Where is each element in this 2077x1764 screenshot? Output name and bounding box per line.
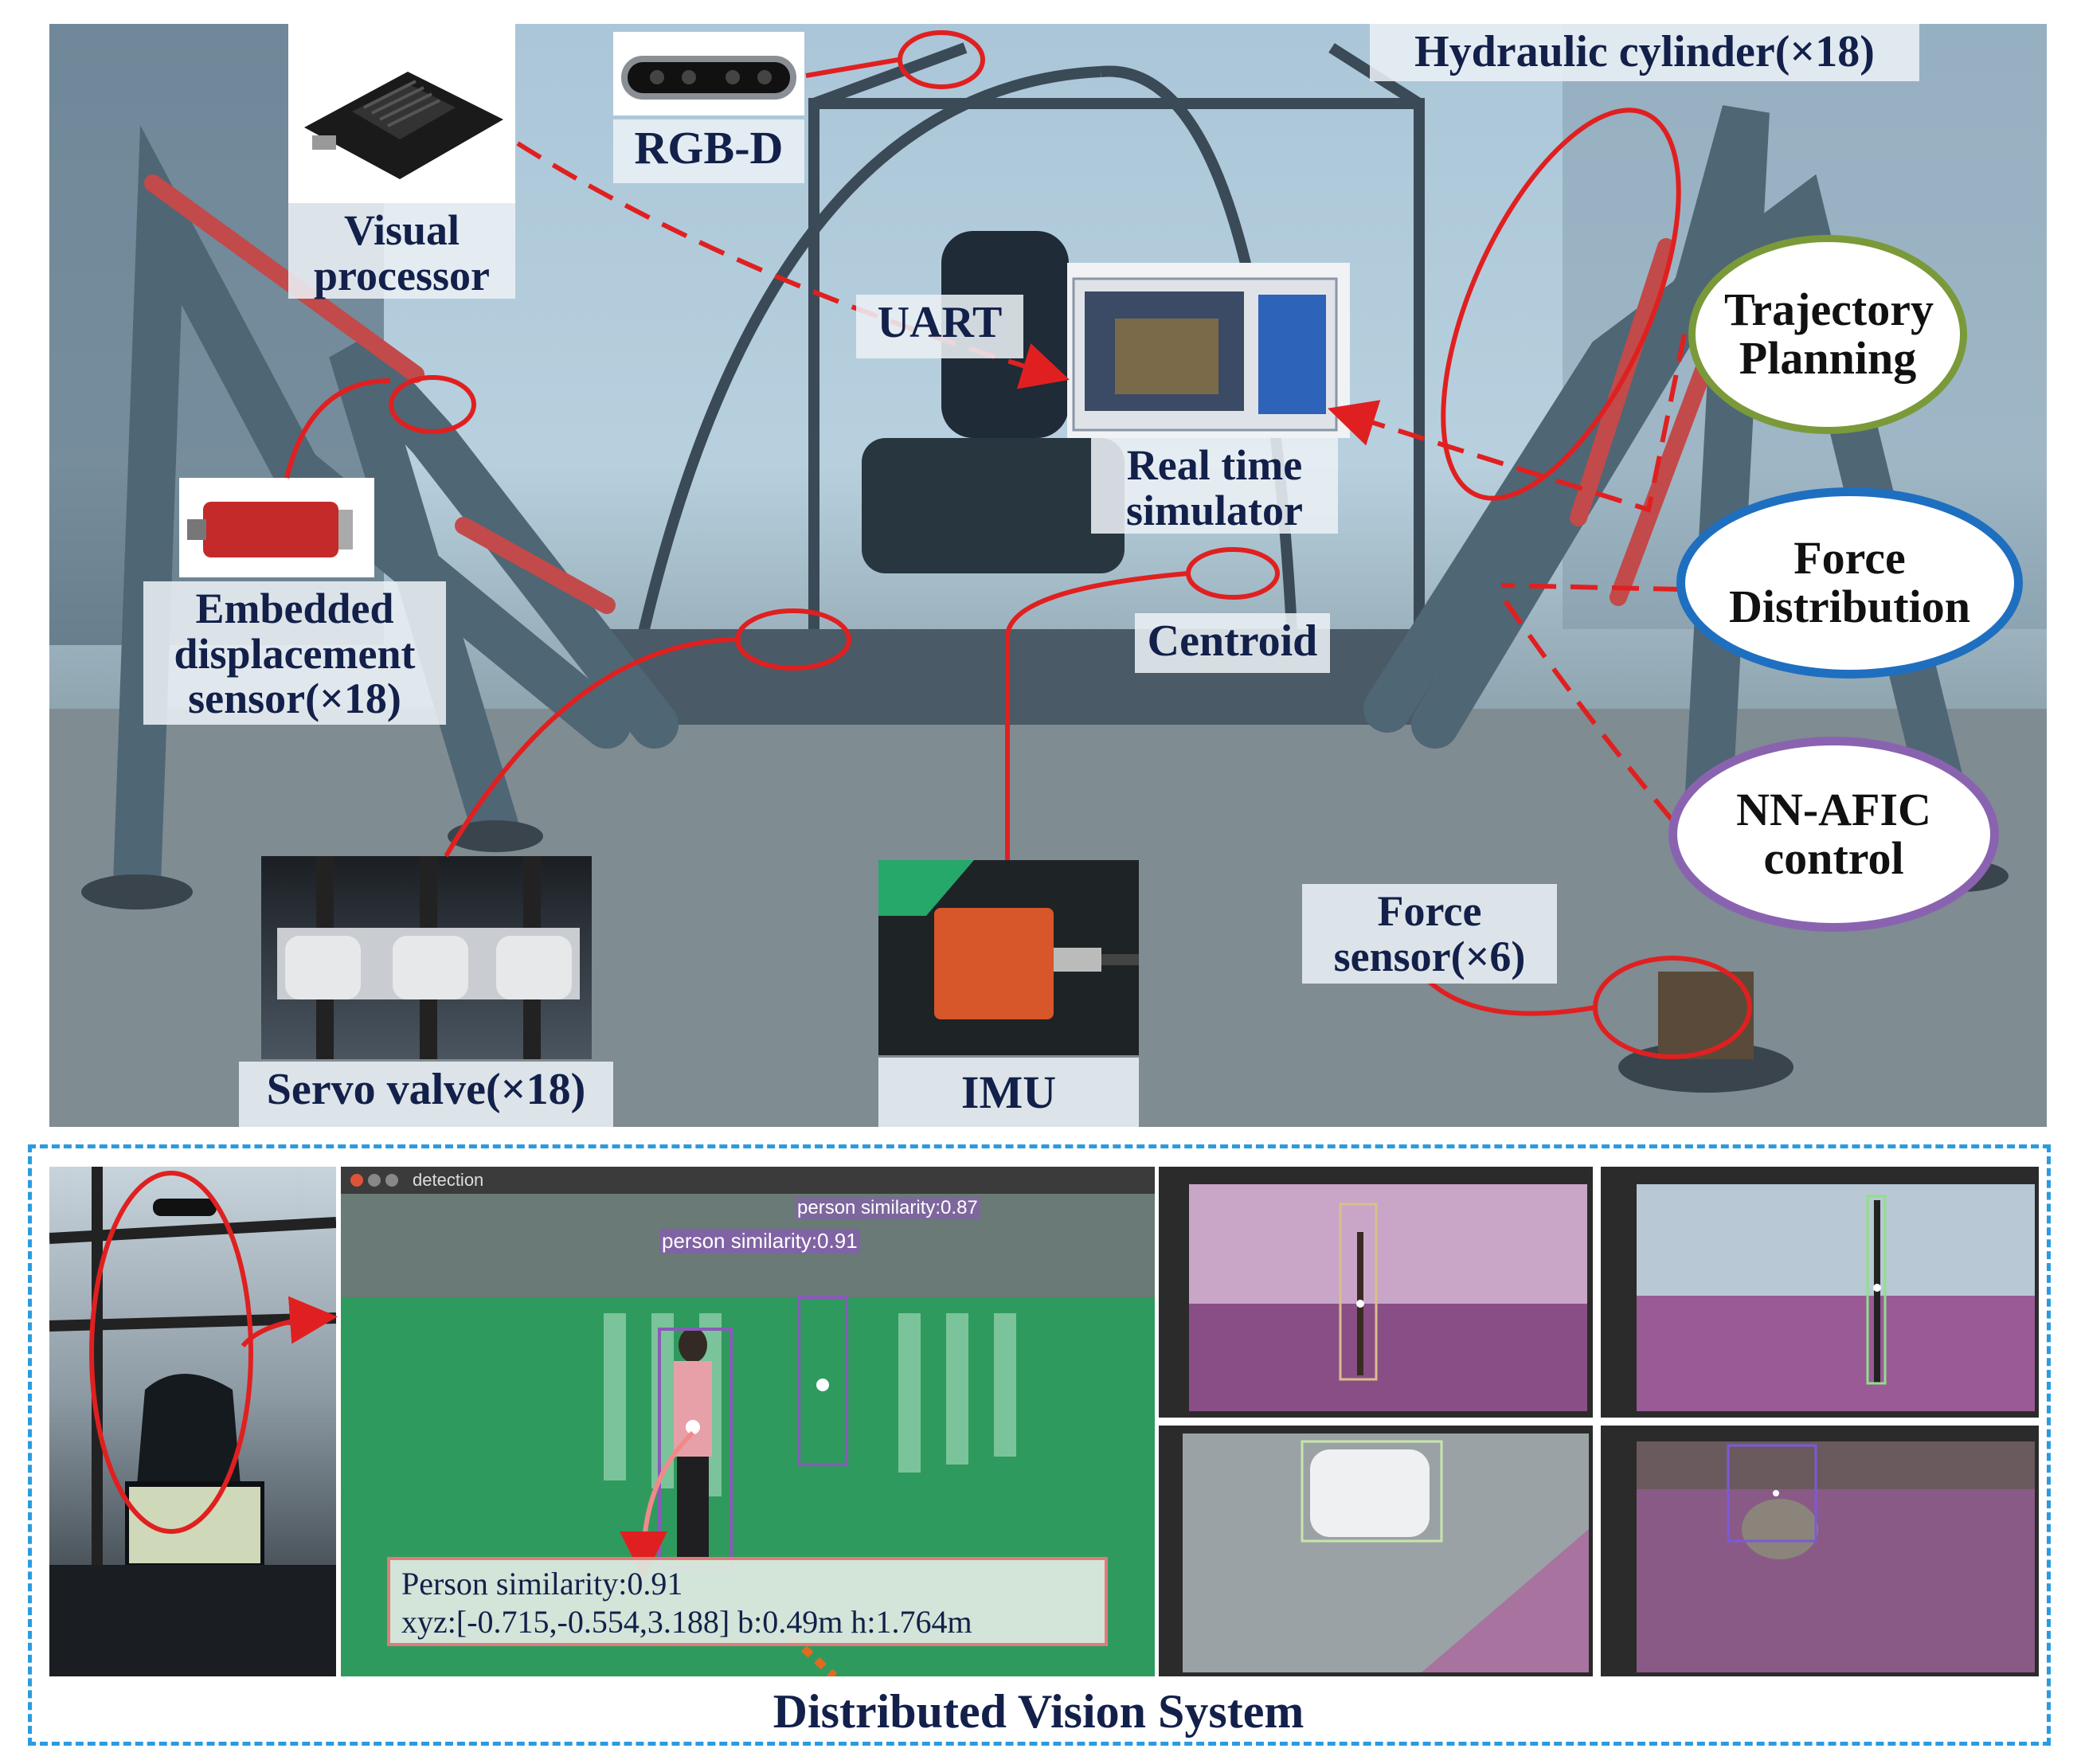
visual-processor-image xyxy=(288,24,515,203)
detection-screenshot-rock xyxy=(1601,1426,2039,1676)
maximize-icon[interactable] xyxy=(385,1174,398,1187)
depth-camera-icon xyxy=(621,56,796,100)
displacement-sensor-image xyxy=(179,478,374,577)
nn-afic-control-oval: NN-AFIC control xyxy=(1668,737,1999,932)
person-tag-front: person similarity:0.91 xyxy=(659,1229,860,1254)
servo-valve-image xyxy=(261,856,592,1059)
tree-scene-1 xyxy=(1189,1184,1587,1411)
imu-label: IMU xyxy=(878,1058,1139,1127)
real-time-simulator-label: Real time simulator xyxy=(1091,438,1338,534)
trajectory-planning-oval: Trajectory Planning xyxy=(1688,235,1967,434)
hydraulic-cylinder-label: Hydraulic cylinder(×18) xyxy=(1370,24,1919,81)
tree-scene-2 xyxy=(1637,1184,2035,1411)
force-sensor-circle xyxy=(1593,956,1752,1059)
cylinder-circle xyxy=(1441,108,1681,501)
detection-window-title: detection xyxy=(413,1170,484,1190)
imu-illustration xyxy=(878,860,1139,1019)
detection-info-box: Person similarity:0.91 xyz:[-0.715,-0.55… xyxy=(387,1557,1108,1646)
visual-processor-label: Visual processor xyxy=(288,203,515,299)
simulator-device-icon xyxy=(1072,277,1338,432)
launcher-sidebar xyxy=(1601,1426,1621,1676)
rgbd-circle xyxy=(898,30,985,89)
vision-system-frame xyxy=(28,1144,2051,1746)
camera-annotation xyxy=(89,1171,338,1534)
force-distribution-text: Force Distribution xyxy=(1729,532,1970,632)
uart-label: UART xyxy=(856,295,1023,358)
trajectory-planning-text: Trajectory Planning xyxy=(1724,284,1934,384)
car-scene xyxy=(1183,1433,1589,1672)
displacement-sensor-icon xyxy=(187,502,353,557)
detection-screenshot-car xyxy=(1159,1426,1593,1676)
person-tag-back: person similarity:0.87 xyxy=(795,1197,980,1219)
servo-valve-illustration xyxy=(277,856,580,1059)
imu-image xyxy=(878,860,1139,1055)
embedded-sensor-label: Embedded displacement sensor(×18) xyxy=(143,581,446,725)
rgbd-label: RGB-D xyxy=(613,119,804,183)
nn-afic-control-text: NN-AFIC control xyxy=(1736,783,1931,884)
rock-scene xyxy=(1637,1441,2035,1672)
rgbd-camera-image xyxy=(613,32,804,115)
launcher-sidebar xyxy=(1159,1426,1179,1676)
detection-screenshot-tree-1 xyxy=(1159,1167,1593,1418)
close-icon[interactable] xyxy=(350,1174,363,1187)
servo-valve-label: Servo valve(×18) xyxy=(239,1062,613,1127)
detection-window: detection person similarity:0.87 person … xyxy=(341,1167,1155,1676)
sensor-circle xyxy=(389,375,476,434)
detection-screenshot-tree-2 xyxy=(1601,1167,2039,1418)
detection-info-line2: xyz:[-0.715,-0.554,3.188] b:0.49m h:1.76… xyxy=(401,1604,972,1640)
vision-system-title: Distributed Vision System xyxy=(773,1685,1304,1738)
valve-circle xyxy=(735,608,851,671)
detection-window-titlebar: detection xyxy=(341,1167,1155,1194)
processor-board-icon xyxy=(304,72,503,179)
force-distribution-oval: Force Distribution xyxy=(1676,487,2023,679)
launcher-sidebar xyxy=(1159,1167,1179,1418)
minimize-icon[interactable] xyxy=(368,1174,381,1187)
centroid-label: Centroid xyxy=(1135,613,1330,673)
launcher-sidebar xyxy=(1601,1167,1621,1418)
centroid-circle xyxy=(1186,547,1280,600)
force-sensor-label: Force sensor(×6) xyxy=(1302,884,1557,984)
detection-info-line1: Person similarity:0.91 xyxy=(401,1566,683,1602)
simulator-image xyxy=(1067,263,1350,438)
